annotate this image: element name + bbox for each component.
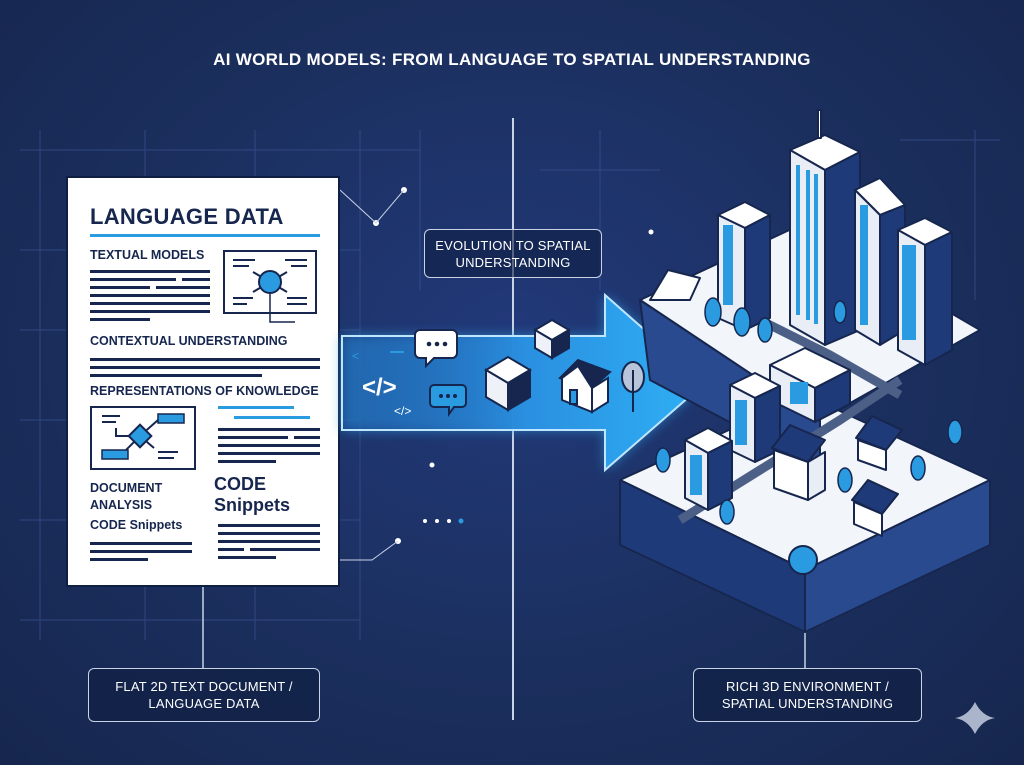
evolution-label-line2: UNDERSTANDING — [455, 254, 571, 270]
code-tag-small-icon: </> — [394, 404, 411, 418]
code-tag-icon: </> — [362, 374, 397, 401]
code-big-line1: CODE — [214, 474, 267, 494]
chat-bubble-icon — [414, 329, 458, 369]
section-textual-models: TEXTUAL MODELS — [90, 248, 205, 262]
cube-small-icon — [533, 318, 571, 360]
flowchart-icon — [90, 406, 196, 470]
chat-bubble-blue-icon — [429, 384, 467, 418]
left-caption-line2: LANGUAGE DATA — [148, 696, 260, 711]
code-snippets-small: CODE Snippets — [90, 518, 183, 532]
page-title: AI WORLD MODELS: FROM LANGUAGE TO SPATIA… — [213, 50, 811, 69]
network-diagram-icon — [223, 250, 317, 323]
tree-icon — [621, 361, 645, 412]
right-caption: RICH 3D ENVIRONMENT / SPATIAL UNDERSTANDI… — [693, 668, 922, 722]
sparkle-icon — [955, 702, 995, 734]
right-caption-line2: SPATIAL UNDERSTANDING — [721, 696, 894, 711]
left-caption: FLAT 2D TEXT DOCUMENT / LANGUAGE DATA — [88, 668, 320, 722]
bracket-icon: < — [352, 349, 359, 363]
doc-analysis-line1: DOCUMENT — [90, 481, 163, 495]
cube-large-icon — [484, 355, 532, 412]
section-contextual-understanding: CONTEXTUAL UNDERSTANDING — [90, 334, 288, 348]
right-caption-line1: RICH 3D ENVIRONMENT / — [726, 679, 889, 694]
evolution-label-line1: EVOLUTION TO SPATIAL — [435, 237, 591, 253]
house-icon — [558, 358, 612, 414]
left-caption-line1: FLAT 2D TEXT DOCUMENT / — [115, 679, 293, 694]
doc-analysis-line2: ANALYSIS — [90, 498, 153, 512]
language-data-document: LANGUAGE DATA TEXTUAL MODELS CONTEXTUAL … — [66, 176, 340, 587]
document-heading: LANGUAGE DATA — [90, 204, 284, 229]
section-representations: REPRESENTATIONS OF KNOWLEDGE — [90, 384, 319, 398]
code-big-line2: Snippets — [214, 495, 291, 515]
